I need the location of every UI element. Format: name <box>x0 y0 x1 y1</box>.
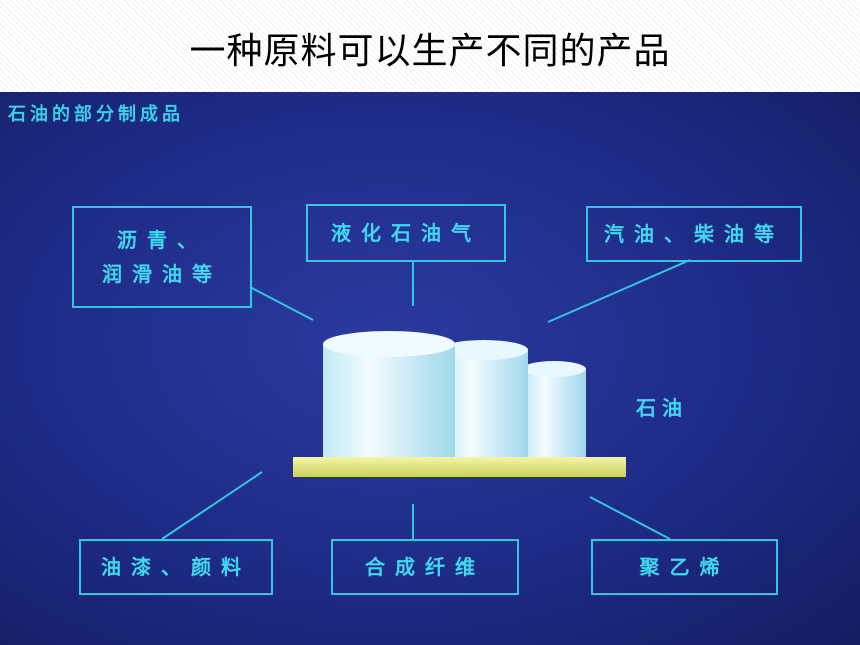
slide-header: 一种原料可以生产不同的产品 <box>0 0 860 92</box>
tank-base <box>293 457 626 477</box>
product-asphalt: 沥青、 润滑油等 <box>72 206 252 308</box>
tank-small <box>522 361 586 459</box>
panel-title: 石油的部分制成品 <box>8 104 184 125</box>
product-polyethylene: 聚乙烯 <box>591 539 778 595</box>
connector-paint <box>161 471 263 540</box>
connector-polyethylene <box>589 496 671 540</box>
connector-gasoline <box>547 259 691 323</box>
connector-asphalt <box>249 286 314 321</box>
connector-lines <box>161 259 691 540</box>
product-fiber: 合成纤维 <box>331 539 519 595</box>
product-gasoline: 汽油、柴油等 <box>586 206 802 262</box>
diagram-panel: 石油的部分制成品 沥青、 润滑油等 液化石油气 汽油、柴油等 油漆、颜料 合成纤… <box>0 92 860 645</box>
product-paint: 油漆、颜料 <box>79 539 273 595</box>
oil-tanks-illustration <box>323 331 586 459</box>
slide-title: 一种原料可以生产不同的产品 <box>189 31 671 72</box>
oil-label: 石油 <box>636 396 688 420</box>
product-lpg: 液化石油气 <box>306 204 506 262</box>
tank-large <box>323 331 455 459</box>
